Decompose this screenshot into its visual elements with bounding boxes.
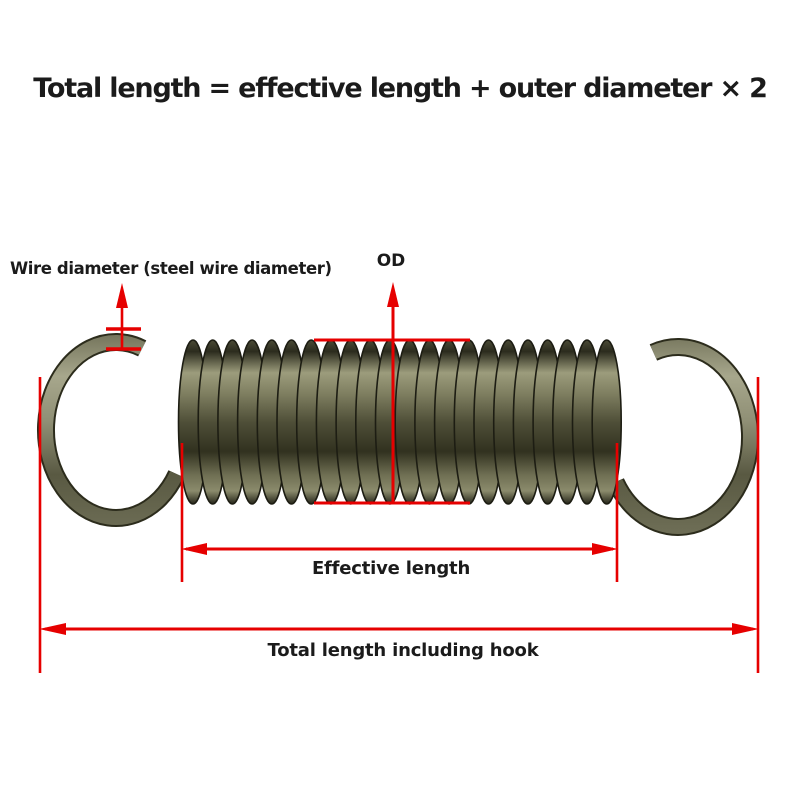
right-hook-wire — [609, 339, 758, 534]
od-marker — [314, 282, 470, 505]
total-length-label: Total length including hook — [267, 640, 539, 661]
left-hook — [36, 333, 185, 527]
od-label: OD — [376, 251, 406, 271]
arrow-right-icon — [732, 623, 759, 635]
arrow-up-icon — [387, 282, 399, 307]
spring-body — [177, 339, 623, 505]
formula-title: Total length = effective length + outer … — [33, 73, 768, 104]
dimension-annotations — [38, 282, 760, 673]
right-hook — [607, 337, 760, 536]
arrow-left-icon — [39, 623, 66, 635]
arrow-up-icon — [116, 283, 128, 308]
total-length-dimension — [38, 377, 760, 673]
wire-diameter-marker — [106, 283, 141, 351]
effective-length-dimension — [180, 443, 619, 582]
arrow-right-icon — [592, 543, 618, 555]
arrow-left-icon — [181, 543, 207, 555]
left-hook-wire — [38, 335, 183, 525]
effective-length-label: Effective length — [311, 558, 471, 579]
wire-diameter-label: Wire diameter (steel wire diameter) — [10, 259, 332, 278]
